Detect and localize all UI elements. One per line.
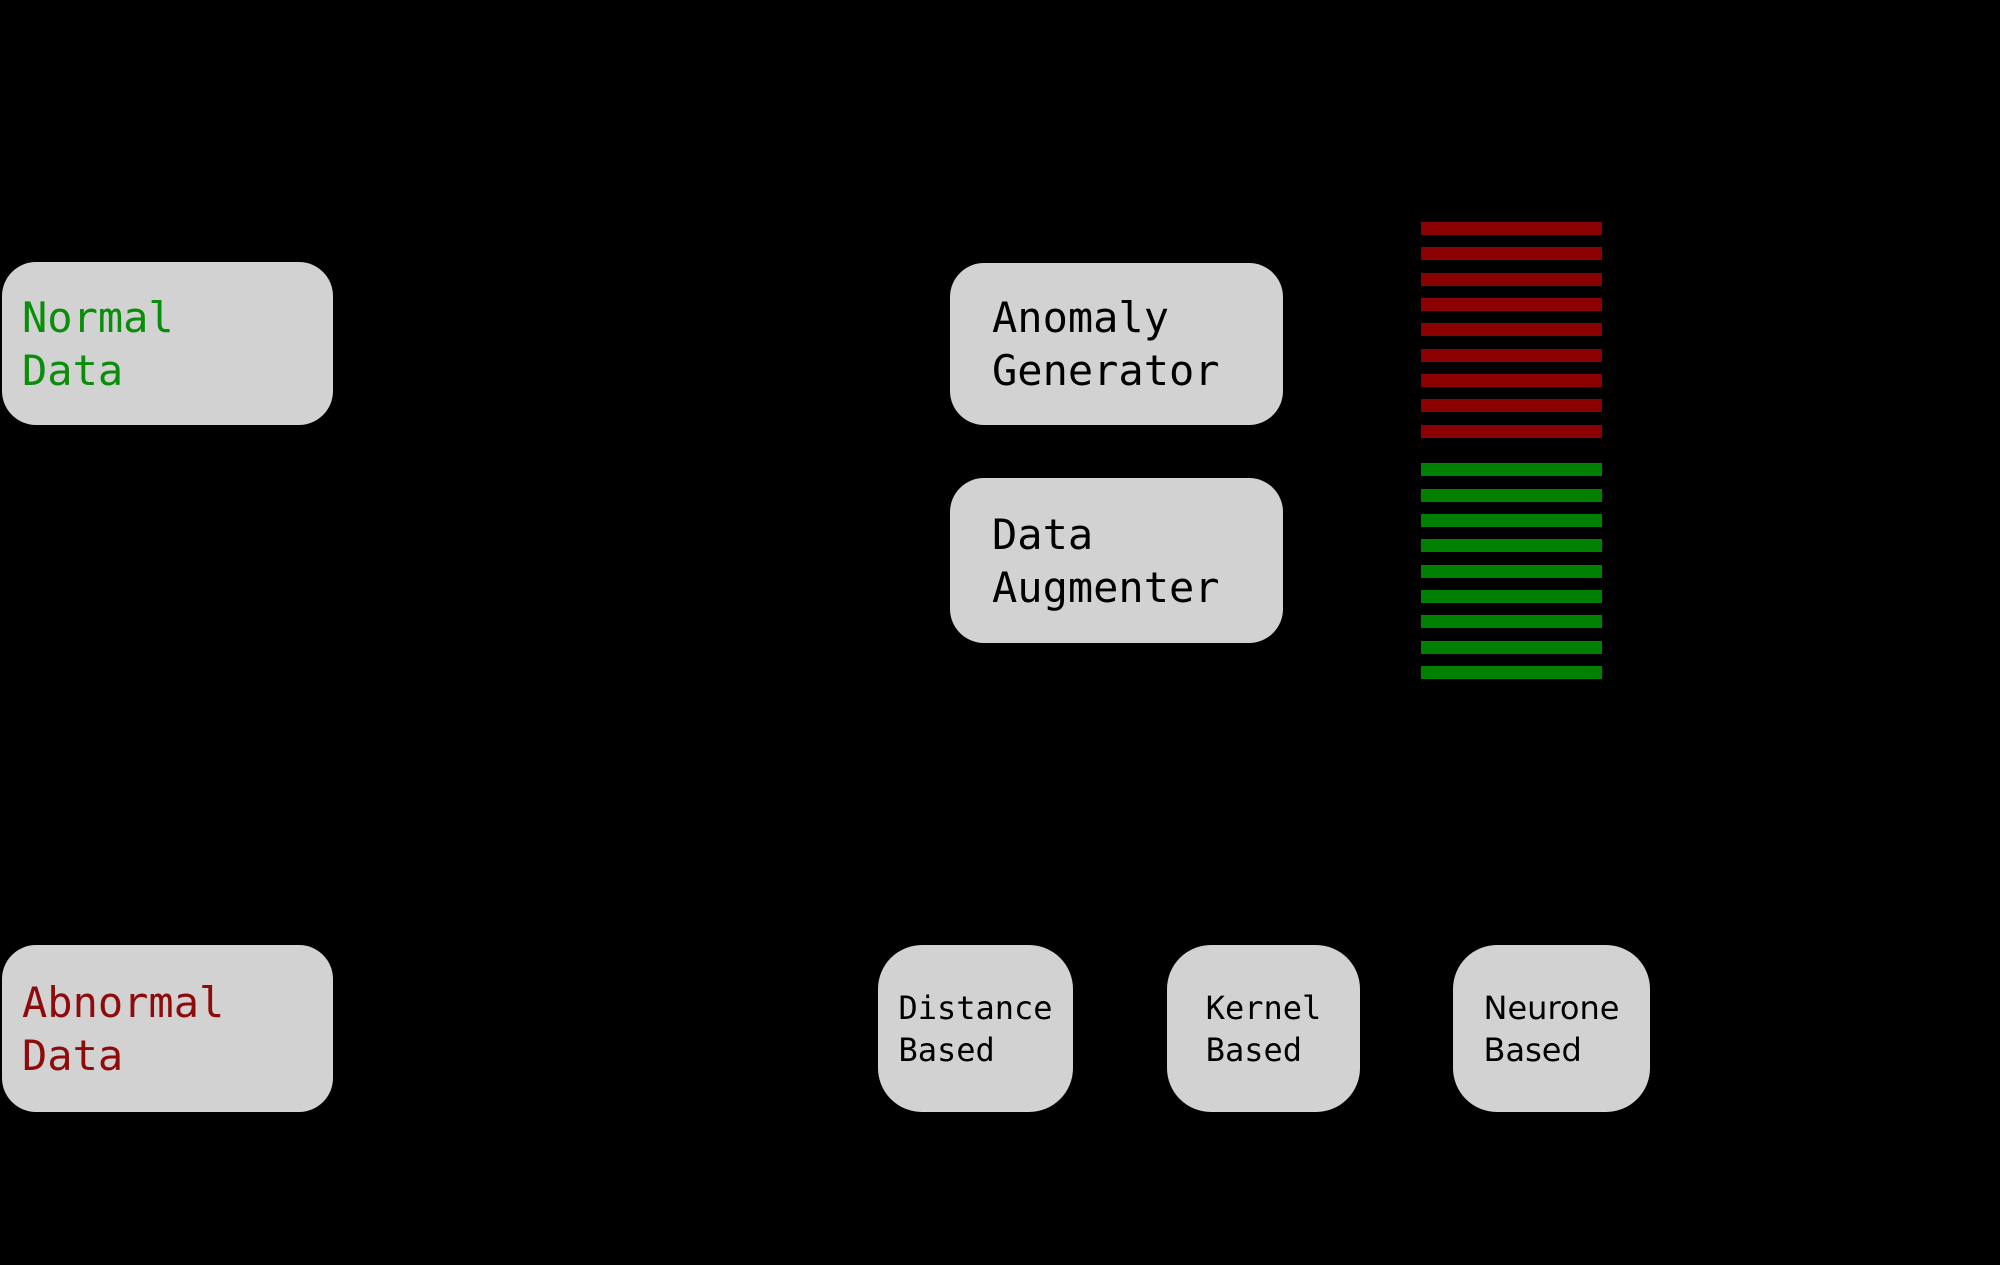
abnormal-data-label: Abnormal Data [22,976,333,1082]
anomaly-generator-line-1: Anomaly [992,293,1170,342]
normal-data-line-1: Normal [22,292,174,342]
augmented-sample-stripes-stripe [1421,590,1602,604]
anomaly-sample-stripes-stripe [1421,323,1602,337]
augmented-sample-stripes-stripe [1421,514,1602,528]
augmented-sample-stripes [1421,463,1602,680]
augmented-sample-stripes-stripe [1421,463,1602,477]
augmented-sample-stripes-stripe [1421,640,1602,654]
anomaly-sample-stripes-stripe [1421,247,1602,261]
sample-stripe-column [1421,222,1602,680]
augmented-sample-stripes-stripe [1421,488,1602,502]
data-augmenter-label: Data Augmenter [992,508,1283,614]
distance-based-label: Distance Based [898,987,1052,1071]
data-augmenter-line-2: Augmenter [992,562,1220,612]
augmented-sample-stripes-stripe [1421,564,1602,578]
normal-data-label: Normal Data [22,291,333,397]
augmented-sample-stripes-stripe [1421,615,1602,629]
data-augmenter-node: Data Augmenter [950,478,1283,643]
anomaly-sample-stripes-stripe [1421,348,1602,362]
neurone-based-node: Neurone Based [1453,945,1650,1112]
anomaly-sample-stripes-stripe [1421,272,1602,286]
distance-based-line-2: Based [898,1030,995,1069]
distance-based-line-1: Distance [898,988,1053,1027]
augmented-sample-stripes-stripe [1421,666,1602,680]
anomaly-sample-stripes-stripe [1421,399,1602,413]
anomaly-generator-node: Anomaly Generator [950,263,1283,425]
neurone-based-label: Neurone Based [1484,987,1620,1071]
anomaly-sample-stripes-stripe [1421,222,1602,235]
kernel-based-node: Kernel Based [1167,945,1360,1112]
kernel-based-label: Kernel Based [1206,987,1322,1071]
anomaly-sample-stripes-stripe [1421,298,1602,312]
data-augmenter-line-1: Data [992,509,1094,559]
abnormal-data-line-2: Data [22,1030,124,1080]
neurone-based-line-1: Neurone [1483,988,1620,1027]
distance-based-node: Distance Based [878,945,1073,1112]
neurone-based-line-2: Based [1483,1030,1582,1069]
kernel-based-line-2: Based [1205,1030,1303,1069]
abnormal-data-node: Abnormal Data [2,945,333,1112]
anomaly-sample-stripes [1421,222,1602,438]
normal-data-line-2: Data [22,345,124,395]
anomaly-generator-line-2: Generator [992,346,1220,395]
anomaly-sample-stripes-stripe [1421,424,1602,438]
anomaly-generator-label: Anomaly Generator [992,291,1283,397]
augmented-sample-stripes-stripe [1421,539,1602,553]
kernel-based-line-1: Kernel [1205,988,1322,1027]
abnormal-data-line-1: Abnormal [22,977,225,1027]
anomaly-sample-stripes-stripe [1421,374,1602,388]
normal-data-node: Normal Data [2,262,333,425]
